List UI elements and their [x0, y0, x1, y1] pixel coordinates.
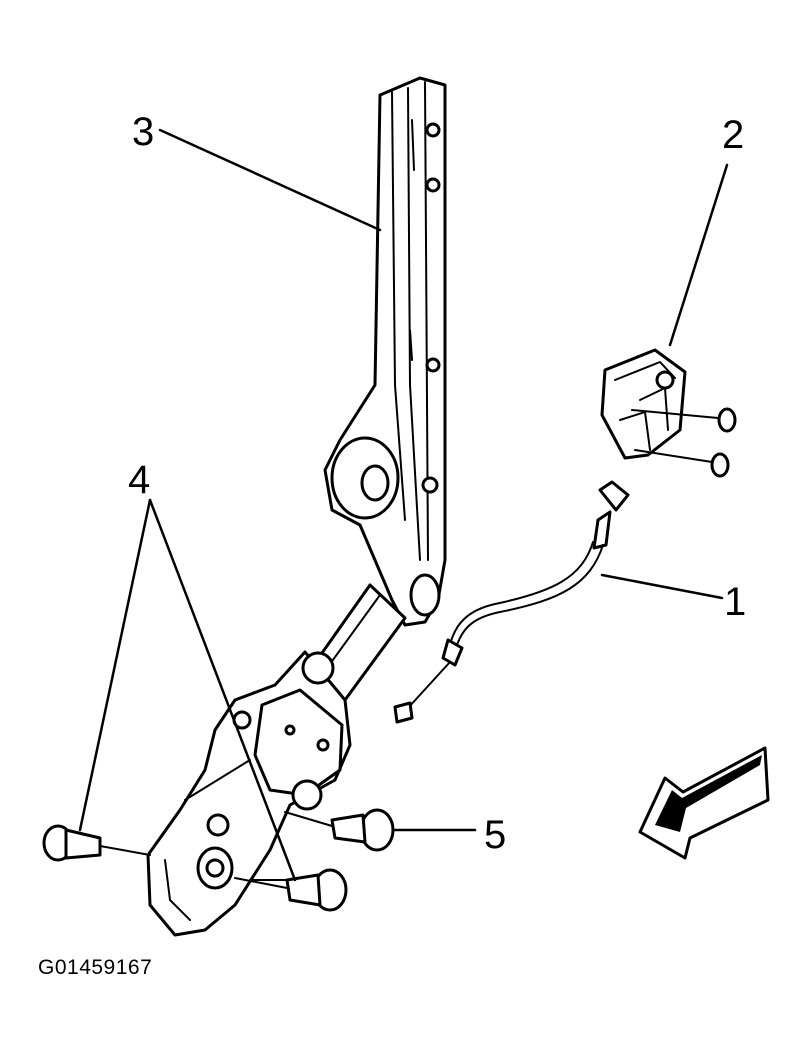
recliner-mechanism-part	[146, 650, 352, 937]
figure-id: G01459167	[38, 956, 153, 979]
bolt-part	[284, 808, 395, 852]
leader-line-4b	[148, 498, 297, 882]
leader-line-1	[600, 573, 724, 600]
callout-4: 4	[128, 458, 150, 502]
leader-line-2	[668, 163, 729, 347]
actuator-bracket-part	[600, 348, 737, 478]
front-direction-arrow-icon	[638, 746, 770, 860]
leader-line-4a	[78, 498, 152, 832]
callout-2: 2	[722, 113, 744, 157]
bolt-part	[42, 824, 151, 862]
release-cable-part	[393, 480, 630, 724]
callout-5: 5	[484, 813, 506, 857]
recliner-arm-part	[323, 76, 447, 627]
callout-1: 1	[724, 580, 746, 624]
leader-line-3	[158, 128, 382, 232]
bolt-part	[234, 868, 348, 912]
callout-3: 3	[132, 110, 154, 154]
